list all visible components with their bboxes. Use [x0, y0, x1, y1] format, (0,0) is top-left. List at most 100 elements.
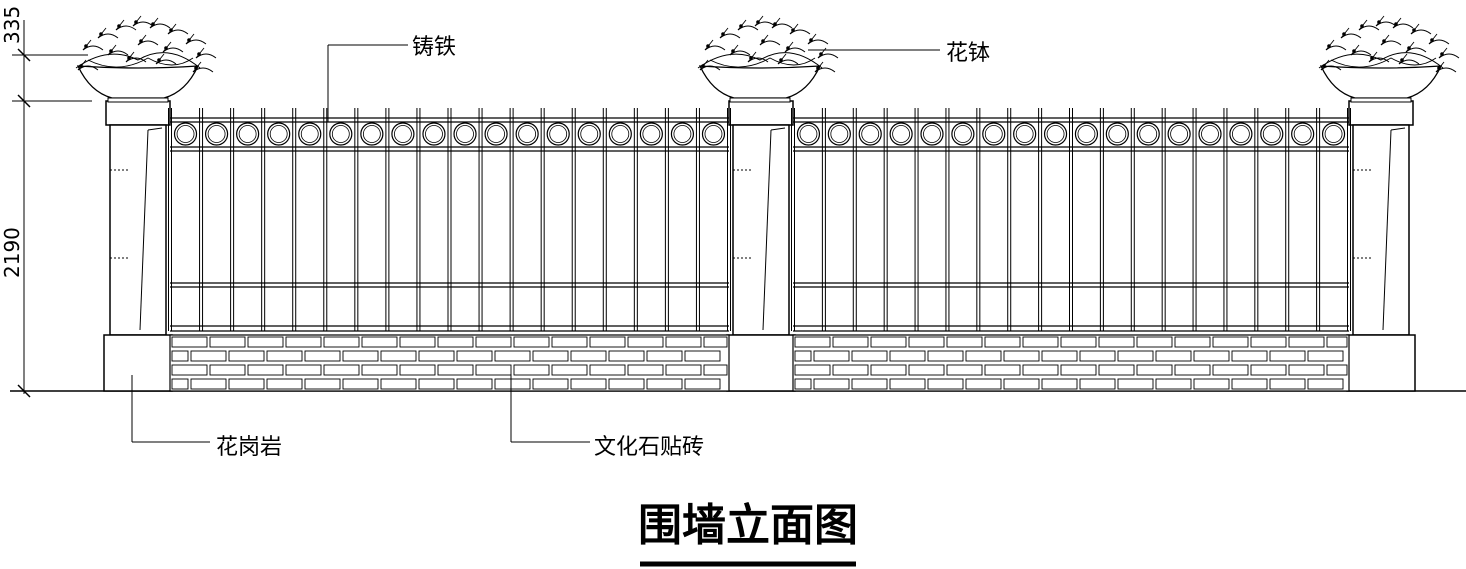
- pillar-shade: [1382, 129, 1392, 331]
- fence-ring: [1077, 125, 1096, 143]
- brick: [984, 336, 1021, 348]
- brick: [266, 350, 303, 362]
- brick: [304, 378, 341, 390]
- bowl-foot: [1350, 97, 1412, 103]
- brick: [851, 378, 888, 390]
- leaf-stroke: [132, 15, 142, 27]
- brick-base: [169, 334, 730, 392]
- brick: [1269, 378, 1306, 390]
- fence-ring: [173, 122, 198, 146]
- brick: [380, 378, 417, 390]
- brick: [1022, 336, 1059, 348]
- fence-ring: [892, 125, 911, 143]
- brick: [1155, 378, 1192, 390]
- fence-ring: [827, 122, 851, 146]
- brick: [209, 336, 246, 348]
- leaf-stroke: [1410, 23, 1420, 35]
- brick: [494, 378, 531, 390]
- fence-ring: [1167, 122, 1191, 146]
- leaf-stroke: [1375, 15, 1385, 27]
- leaf-stroke: [1428, 33, 1438, 45]
- brick: [228, 350, 265, 362]
- fence-ring: [269, 125, 288, 143]
- pillar: [1346, 100, 1416, 392]
- brick: [437, 364, 474, 376]
- leaf-stroke: [754, 15, 764, 27]
- brick: [1155, 350, 1192, 362]
- label-granite: 花岗岩: [216, 435, 282, 460]
- fence-ring: [1136, 122, 1160, 146]
- brick: [171, 350, 189, 362]
- brick: [1174, 336, 1211, 348]
- fence-ring: [982, 122, 1006, 146]
- fence-ring: [204, 122, 229, 146]
- fence-ring: [1262, 125, 1281, 143]
- fence-ring: [422, 122, 446, 146]
- leaf-stroke: [784, 41, 794, 53]
- fence-ring: [1260, 122, 1284, 146]
- brick: [475, 364, 512, 376]
- foliage-arc: [1318, 52, 1444, 69]
- brick: [399, 364, 436, 376]
- brick: [1041, 350, 1078, 362]
- brick: [513, 336, 550, 348]
- fence-ring: [515, 122, 539, 146]
- fence-ring: [704, 125, 723, 143]
- brick: [1060, 336, 1097, 348]
- leaf-stroke: [1325, 39, 1335, 51]
- brick: [1079, 378, 1116, 390]
- foliage: [699, 21, 839, 73]
- brick: [1212, 364, 1249, 376]
- fence-ring: [1105, 122, 1129, 146]
- leaf-stroke: [807, 33, 817, 45]
- brick: [665, 364, 702, 376]
- fence-ring: [799, 125, 818, 143]
- brick: [570, 378, 607, 390]
- brick: [361, 336, 398, 348]
- fence-ring: [236, 122, 260, 146]
- foliage-arc: [87, 57, 194, 68]
- fence-ring: [484, 122, 508, 146]
- brick: [1136, 364, 1173, 376]
- brick: [285, 364, 322, 376]
- leaf-stroke: [1358, 19, 1368, 31]
- fence-ring: [1229, 122, 1253, 146]
- fence-ring: [984, 125, 1003, 143]
- brick: [1193, 378, 1230, 390]
- fence-ring: [580, 125, 599, 143]
- pillar-base: [1346, 334, 1416, 392]
- label-culture-stone-tile: 文化石贴砖: [594, 435, 704, 460]
- leaf-stroke: [82, 39, 92, 51]
- fence-ring: [920, 122, 944, 146]
- drawing-title: 围墙立面图: [638, 500, 858, 551]
- brick: [627, 364, 664, 376]
- brick: [684, 350, 721, 362]
- leaf-stroke: [1405, 41, 1415, 53]
- fence-ring: [953, 125, 972, 143]
- fence-ring: [267, 122, 291, 146]
- pillar-base: [726, 334, 796, 392]
- fence-ring: [176, 125, 195, 143]
- brick: [418, 378, 455, 390]
- fence-ring: [701, 122, 726, 146]
- fence-ring: [362, 125, 381, 143]
- leaf-stroke: [789, 23, 799, 35]
- leaf-stroke: [185, 33, 195, 45]
- fence-ring: [861, 125, 880, 143]
- brick: [927, 378, 964, 390]
- leaf-stroke: [1438, 47, 1448, 59]
- brick: [889, 378, 926, 390]
- pillar-shade: [770, 127, 786, 131]
- leaf-stroke: [729, 44, 739, 56]
- foliage: [77, 21, 217, 73]
- brick: [323, 364, 360, 376]
- fence-panel: [168, 108, 731, 392]
- fence-ring: [329, 122, 353, 146]
- fence-ring: [487, 125, 505, 143]
- flower-bowl: [1318, 15, 1460, 103]
- dim-335-text: 335: [0, 6, 24, 44]
- brick: [832, 364, 869, 376]
- foliage-arc: [709, 57, 816, 68]
- brick: [608, 378, 645, 390]
- brick: [323, 336, 360, 348]
